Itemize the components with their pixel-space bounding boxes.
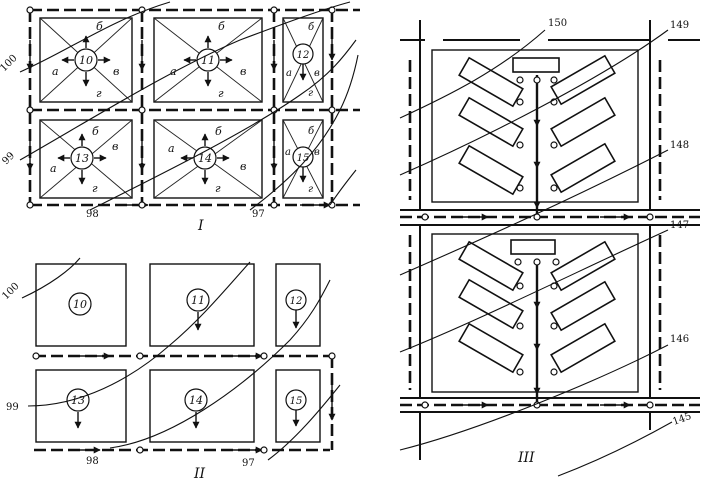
block-14 (149, 369, 255, 443)
contour-label: 97 (242, 458, 255, 469)
sector-label: а (170, 65, 177, 78)
contour-label: 147 (670, 220, 689, 231)
sector-label: в (314, 68, 320, 79)
panel-I: 10 а б в г 11 а б в г 12 а б в г (0, 1, 360, 234)
sector-label: б (218, 20, 225, 33)
panel-III: 150 149 148 147 146 145 III (399, 18, 700, 477)
flow-arrows (460, 110, 631, 409)
flow-arrows (70, 310, 336, 454)
sector-label: в (112, 140, 118, 153)
sector-label: а (286, 68, 292, 79)
contour-line (399, 229, 669, 353)
contour-label: 98 (86, 209, 99, 220)
block-11: 11 а б в г (153, 17, 263, 103)
block-label: 12 (297, 50, 310, 61)
block-11 (149, 263, 255, 347)
contour-line (89, 39, 357, 211)
contour-label: 97 (252, 209, 265, 220)
street-edges (400, 20, 700, 460)
panel-label: III (517, 450, 535, 466)
panel-label: II (193, 466, 206, 482)
contour-label: 100 (0, 281, 21, 302)
block-label: 11 (201, 54, 215, 67)
sector-label: г (218, 87, 224, 100)
sector-label: г (215, 182, 221, 195)
road-nodes (26, 6, 336, 209)
sector-label: а (52, 65, 59, 78)
buildings-upper (458, 54, 616, 196)
panel-II: 10 11 12 13 14 15 (0, 257, 341, 482)
sector-label: б (92, 125, 99, 138)
block-12 (275, 263, 321, 347)
contour-label: 146 (670, 334, 689, 345)
contour-line (19, 1, 171, 73)
sector-label: г (308, 184, 313, 195)
sector-label: г (92, 182, 98, 195)
contour-label: 149 (670, 20, 689, 31)
contour-label: 99 (6, 402, 19, 413)
road-nodes (32, 352, 336, 454)
block-label: 10 (73, 298, 87, 311)
contour-label: 98 (86, 456, 99, 467)
block-label: 14 (189, 394, 203, 407)
block-15 (275, 369, 321, 443)
block-label: 12 (290, 296, 303, 307)
block-12: 12 а б в г (282, 17, 324, 103)
contour-line (109, 279, 331, 449)
buildings-lower (458, 239, 616, 374)
contour-line (399, 29, 669, 176)
block-15: 15 а б в г (282, 119, 324, 199)
sector-label: б (308, 126, 315, 137)
contour-line (27, 261, 251, 407)
sector-label: а (285, 147, 291, 158)
sector-label: в (314, 147, 320, 158)
sector-label: в (113, 65, 119, 78)
collector-nodes (421, 76, 654, 409)
contour-line (19, 1, 351, 161)
sector-label: г (96, 87, 102, 100)
contour-line (329, 169, 357, 206)
block-label: 15 (290, 396, 303, 407)
sector-label: б (215, 125, 222, 138)
contour-label: 99 (0, 150, 17, 167)
contour-line (249, 54, 359, 211)
contour-label: 148 (670, 140, 689, 151)
block-label: 11 (191, 294, 205, 307)
block-10 (35, 263, 127, 347)
block-label: 15 (297, 153, 310, 164)
sector-label: в (240, 65, 246, 78)
sector-label: б (96, 20, 103, 33)
block-13: 13 а б в г (39, 119, 133, 199)
contour-line (399, 344, 669, 451)
block-label: 10 (79, 54, 93, 67)
sector-label: а (50, 162, 57, 175)
contour-line (399, 149, 669, 276)
contour-line (557, 421, 673, 477)
sector-label: а (168, 142, 175, 155)
contour-line (267, 384, 341, 461)
block-label: 13 (75, 152, 89, 165)
sector-label: в (240, 160, 246, 173)
contour-line (21, 257, 81, 299)
contour-line (399, 29, 546, 119)
block-label: 13 (71, 394, 85, 407)
block-label: 14 (198, 152, 212, 165)
contour-label: 145 (671, 411, 693, 428)
block-10: 10 а б в г (39, 17, 133, 103)
block-14: 14 а б в г (153, 119, 263, 199)
contour-label: 150 (548, 18, 567, 29)
panel-label: I (197, 218, 204, 234)
sector-label: г (308, 88, 313, 99)
contour-label: 100 (0, 53, 20, 74)
sector-label: б (308, 22, 315, 33)
